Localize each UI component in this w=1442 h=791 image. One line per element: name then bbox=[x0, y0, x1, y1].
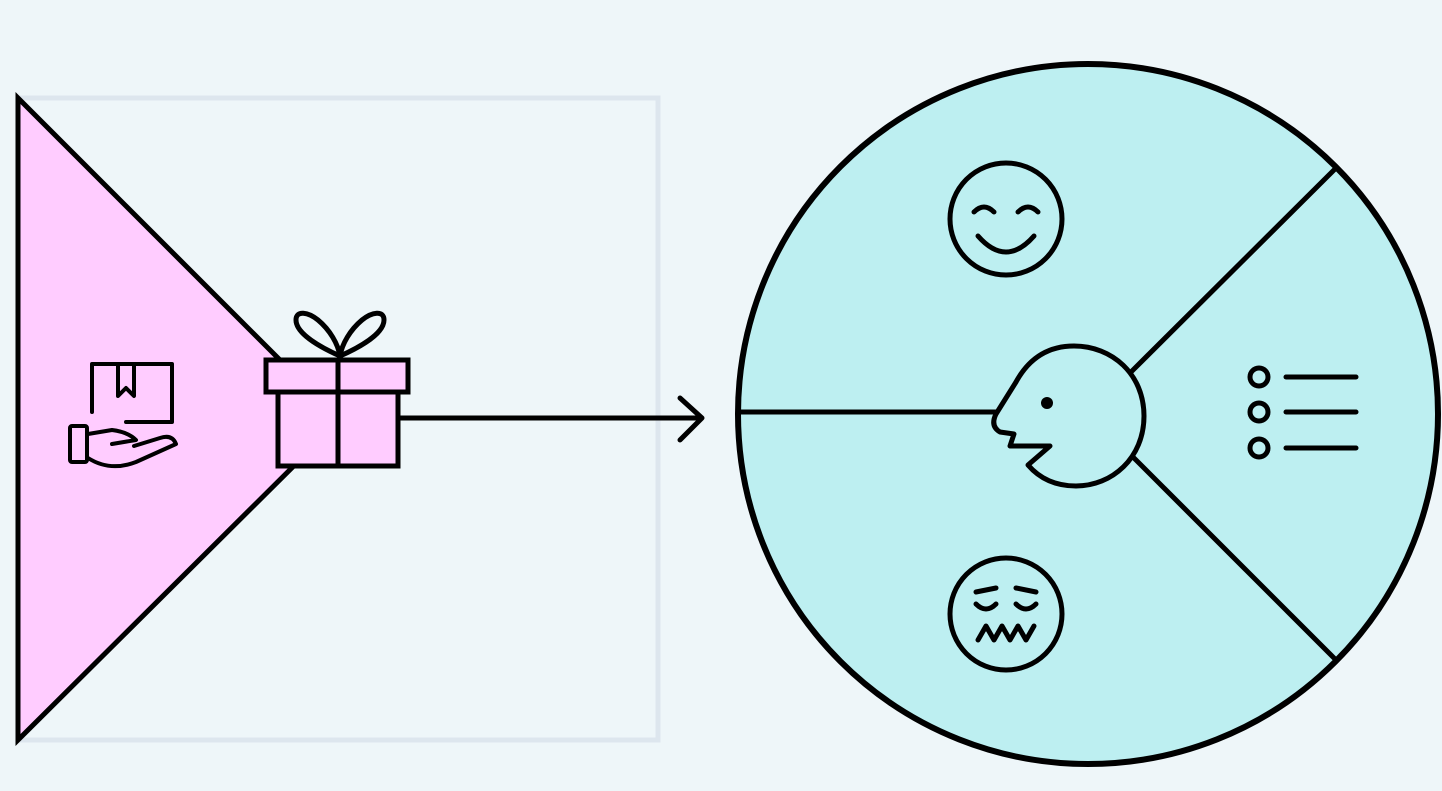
divider-upper-right bbox=[1129, 166, 1338, 374]
arrow-connector bbox=[395, 395, 705, 443]
divider-lower-right bbox=[1131, 455, 1338, 662]
hand-holding-box-icon bbox=[68, 362, 178, 469]
smiling-face-icon bbox=[947, 160, 1065, 278]
funnel-triangle bbox=[15, 91, 344, 747]
sector-dividers bbox=[738, 166, 1338, 662]
list-icon bbox=[1247, 365, 1359, 460]
gift-box-icon bbox=[263, 310, 411, 469]
speaking-head-icon bbox=[991, 343, 1147, 489]
angry-face-icon bbox=[947, 555, 1065, 673]
